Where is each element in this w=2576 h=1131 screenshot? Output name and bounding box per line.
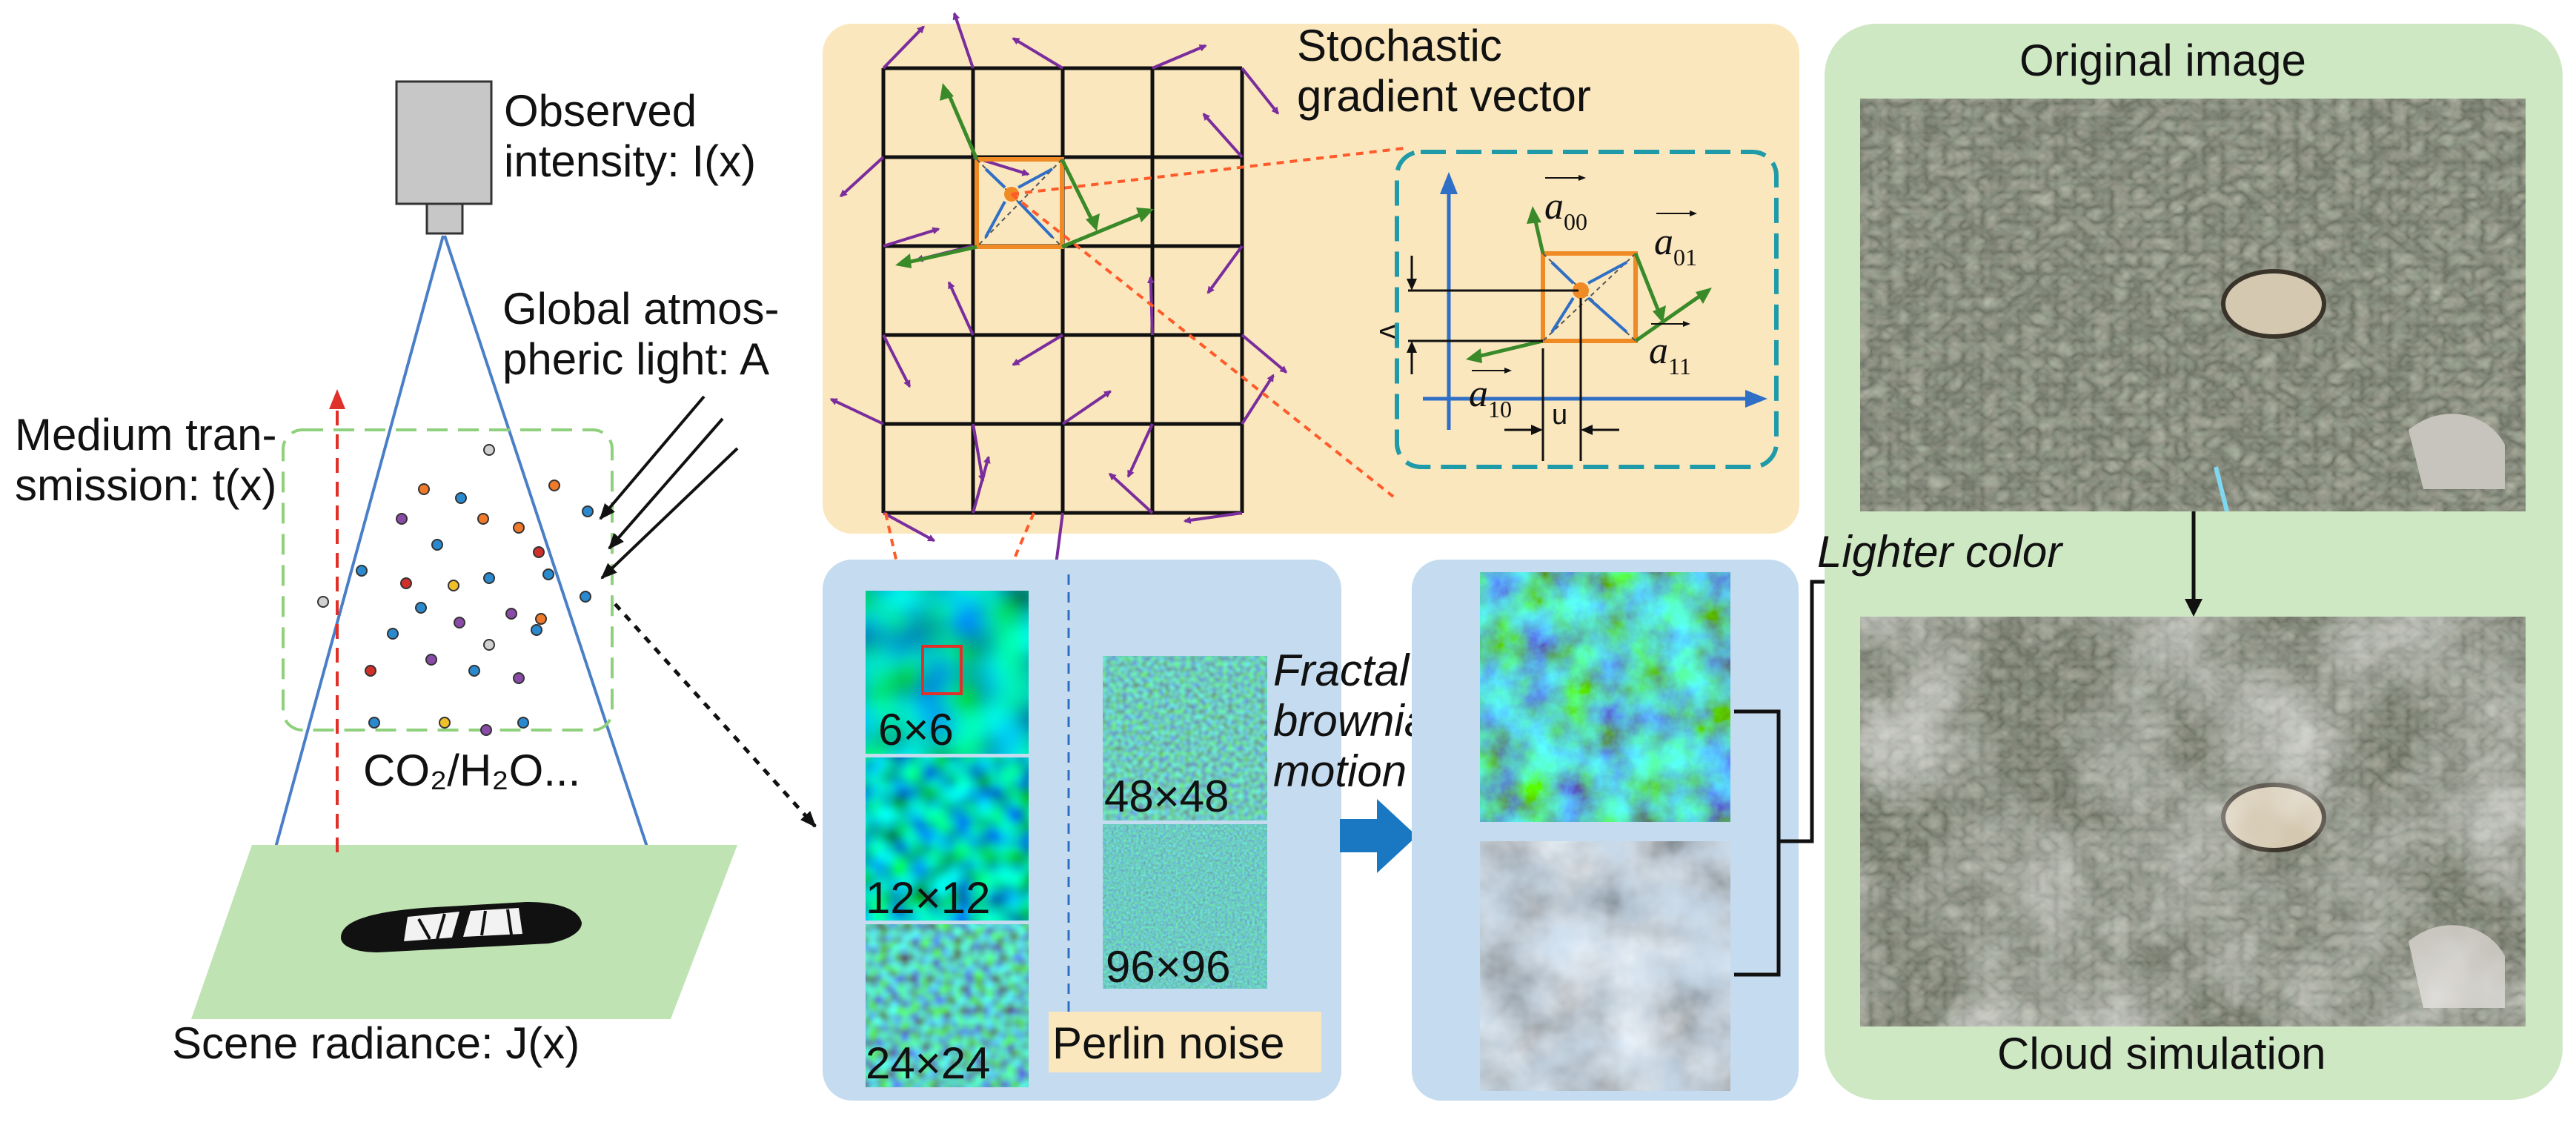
noise-96x96: [1103, 824, 1267, 989]
svg-text:11: 11: [1668, 353, 1691, 379]
gradient-arrow: [1241, 374, 1275, 425]
fbm-label-3: motion: [1273, 746, 1407, 796]
noise-panel: 6×6 12×12 24×24 48×48 96×96 Perlin noise: [823, 560, 1341, 1101]
gradient-arrows: [829, 12, 1288, 572]
gradient-arrow: [1183, 511, 1243, 524]
zoom-box: [921, 645, 963, 695]
light-arrow-3: [600, 447, 739, 580]
fbm-label-1: Fractal: [1273, 646, 1410, 695]
gradient-arrow: [1241, 67, 1280, 115]
svg-text:10: 10: [1488, 396, 1512, 422]
noise-12x12: [866, 757, 1029, 921]
noise-6x6: [866, 591, 1029, 754]
observed-intensity-label-2: intensity: I(x): [504, 136, 756, 186]
green-vectors: [895, 83, 1154, 268]
inner-arrows: [984, 168, 1054, 239]
fbm-gray-map: [1480, 841, 1730, 1091]
original-image: [1860, 99, 2526, 512]
result-panel: Original image Lighter color Cloud simul…: [1817, 24, 2563, 1100]
medium-transmission-label-1: Medium tran-: [15, 410, 276, 460]
gradient-arrow: [1061, 390, 1112, 425]
medium-box: [282, 428, 614, 732]
gradient-arrow: [947, 281, 975, 336]
svg-text:a: a: [1469, 373, 1488, 415]
dotted-link-arrow: [614, 603, 817, 828]
medium-transmission-label-2: smission: t(x): [15, 460, 276, 510]
camera-lens: [425, 202, 464, 235]
label-a10: a 10: [1469, 368, 1512, 422]
gradient-arrow: [829, 397, 884, 425]
octave-label-6: 6×6: [878, 705, 954, 754]
octave-label-48: 48×48: [1104, 772, 1229, 821]
inset-v-label: v: [1373, 325, 1404, 339]
cloud-simulation-title: Cloud simulation: [1997, 1029, 2326, 1078]
transmission-arrow-head: [329, 389, 345, 409]
inset-u-label: u: [1552, 399, 1567, 431]
fbm-color-map: [1480, 572, 1730, 822]
gradient-arrow: [1126, 423, 1154, 478]
svg-text:01: 01: [1673, 244, 1697, 271]
noise-24x24: [866, 924, 1029, 1087]
light-arrow-2: [608, 417, 724, 550]
car-icon: [341, 902, 582, 952]
gradient-arrow: [883, 227, 940, 248]
scene-radiance-label: Scene radiance: J(x): [172, 1018, 580, 1068]
global-light-label-1: Global atmos-: [502, 284, 779, 334]
gradient-title-2: gradient vector: [1297, 71, 1591, 121]
svg-text:a: a: [1544, 185, 1564, 228]
gradient-arrow: [952, 12, 975, 69]
gradient-title-1: Stochastic: [1297, 21, 1502, 70]
octave-label-96: 96×96: [1106, 942, 1231, 992]
global-light-label-2: pheric light: A: [502, 334, 769, 384]
label-a11: a 11: [1649, 321, 1691, 379]
original-image-title: Original image: [2019, 36, 2306, 85]
observed-intensity-label-1: Observed: [504, 86, 697, 136]
label-a01: a 01: [1654, 210, 1697, 271]
octave-label-12: 12×12: [866, 873, 991, 923]
noise-48x48: [1103, 656, 1267, 820]
particles: [317, 444, 594, 736]
gradient-arrow: [1202, 113, 1244, 159]
perlin-label-bg: [1049, 1012, 1321, 1072]
svg-text:a: a: [1654, 221, 1673, 263]
gradient-panel-bg: [823, 24, 1799, 534]
down-arrow-head: [2185, 599, 2202, 617]
gradient-arrow: [1241, 334, 1288, 374]
particles-label: CO₂/H₂O...: [363, 746, 580, 795]
light-arrow-1: [599, 395, 706, 520]
scattering-model: Observed intensity: I(x) Global atmos- p…: [15, 80, 817, 1068]
gradient-arrow: [882, 25, 925, 70]
camera-body: [395, 80, 493, 205]
gradient-arrow: [882, 334, 912, 388]
gradient-panel: v u a 00 a 01 a 11 a 10 Sto: [823, 12, 1799, 679]
gradient-arrow: [972, 423, 986, 482]
perlin-noise-label: Perlin noise: [1052, 1018, 1285, 1068]
lighter-color-label: Lighter color: [1817, 527, 2063, 577]
octave-label-24: 24×24: [866, 1038, 991, 1088]
gradient-arrow: [1012, 37, 1064, 70]
gradient-arrow: [840, 156, 885, 198]
svg-text:a: a: [1649, 330, 1668, 372]
view-cone-left: [250, 235, 445, 935]
gradient-arrow: [1152, 44, 1207, 70]
fbm-arrow: [1340, 799, 1417, 873]
gradient-arrow: [1206, 245, 1244, 294]
gradient-arrow: [883, 511, 936, 543]
gradient-arrow: [1109, 472, 1154, 514]
cloud-image: [1860, 617, 2526, 1026]
view-cone-right: [443, 235, 677, 935]
gradient-arrow: [1012, 334, 1064, 366]
highlight-cell: [975, 157, 1064, 249]
gradient-inset: v u a 00 a 01 a 11 a 10: [1373, 150, 1779, 469]
svg-text:00: 00: [1564, 208, 1587, 235]
label-a00: a 00: [1544, 175, 1587, 235]
gradient-arrow: [972, 455, 991, 514]
